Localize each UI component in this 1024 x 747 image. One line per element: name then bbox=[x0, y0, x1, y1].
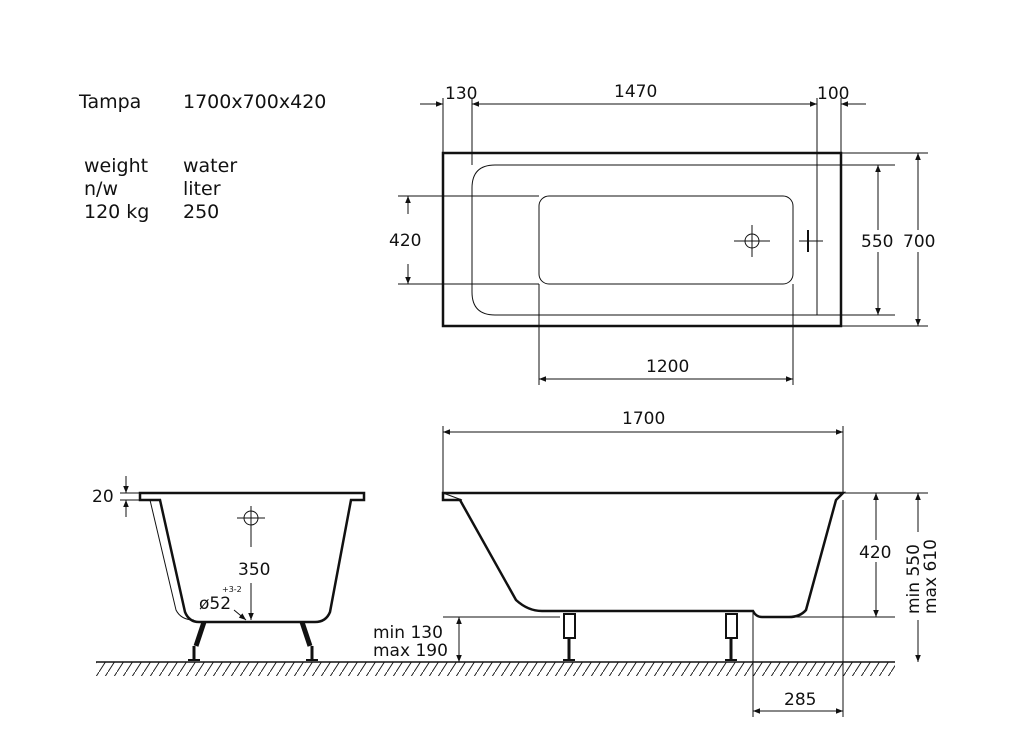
spec-value-weight: 120 kg bbox=[84, 201, 150, 223]
dim-label-1200: 1200 bbox=[646, 357, 689, 377]
dim-label-550: 550 bbox=[861, 232, 893, 252]
model-size: 1700x700x420 bbox=[183, 91, 327, 113]
dim-label-20: 20 bbox=[92, 487, 114, 507]
longitudinal-view: 1700 420 min 550 max 610 min 130 max 190… bbox=[373, 409, 941, 717]
top-view-inner-basin bbox=[471, 164, 818, 316]
dim-label-max-610: max 610 bbox=[921, 539, 941, 614]
spec-label-weight: weight bbox=[84, 155, 149, 177]
dim-label-1470: 1470 bbox=[614, 82, 657, 102]
dim-label-1700: 1700 bbox=[622, 409, 665, 429]
dim-label-700: 700 bbox=[903, 232, 935, 252]
top-view-bottom-area bbox=[538, 195, 794, 285]
model-name: Tampa bbox=[79, 91, 142, 113]
spec-label-nw: n/w bbox=[84, 178, 118, 200]
cross-overflow-symbol bbox=[237, 506, 265, 530]
floor-hatching bbox=[96, 662, 895, 676]
spec-label-liter: liter bbox=[183, 178, 221, 200]
dim-label-285: 285 bbox=[784, 690, 816, 710]
top-view-outer-rim bbox=[441, 151, 843, 328]
longitudinal-leg-left bbox=[563, 613, 576, 661]
longitudinal-tub bbox=[441, 491, 847, 619]
cross-leg-right bbox=[299, 621, 318, 661]
dim-label-max-190: max 190 bbox=[373, 641, 448, 661]
overflow-symbol bbox=[734, 225, 770, 257]
cross-section-view: 350 ø52 +3-2 20 bbox=[92, 476, 366, 661]
spec-value-water: 250 bbox=[183, 201, 220, 223]
dim-label-350: 350 bbox=[238, 560, 270, 580]
dim-label-420-depth: 420 bbox=[859, 543, 891, 563]
longitudinal-leg-right bbox=[725, 613, 738, 661]
dim-label-130: 130 bbox=[445, 84, 477, 104]
dim-label-100: 100 bbox=[817, 84, 849, 104]
cross-section-tub bbox=[138, 491, 366, 624]
cross-leg-left bbox=[188, 621, 207, 661]
dim-label-min-130: min 130 bbox=[373, 623, 443, 643]
spec-label-water: water bbox=[183, 155, 238, 177]
floor bbox=[96, 661, 895, 676]
top-view: 130 1470 100 420 550 700 1200 bbox=[389, 82, 935, 385]
dim-label-drain-diameter: ø52 bbox=[199, 594, 231, 614]
dim-label-min-550: min 550 bbox=[904, 544, 924, 614]
dim-label-420-top: 420 bbox=[389, 231, 421, 251]
drain-symbol bbox=[799, 230, 823, 252]
dim-label-drain-tolerance: +3-2 bbox=[222, 585, 242, 594]
